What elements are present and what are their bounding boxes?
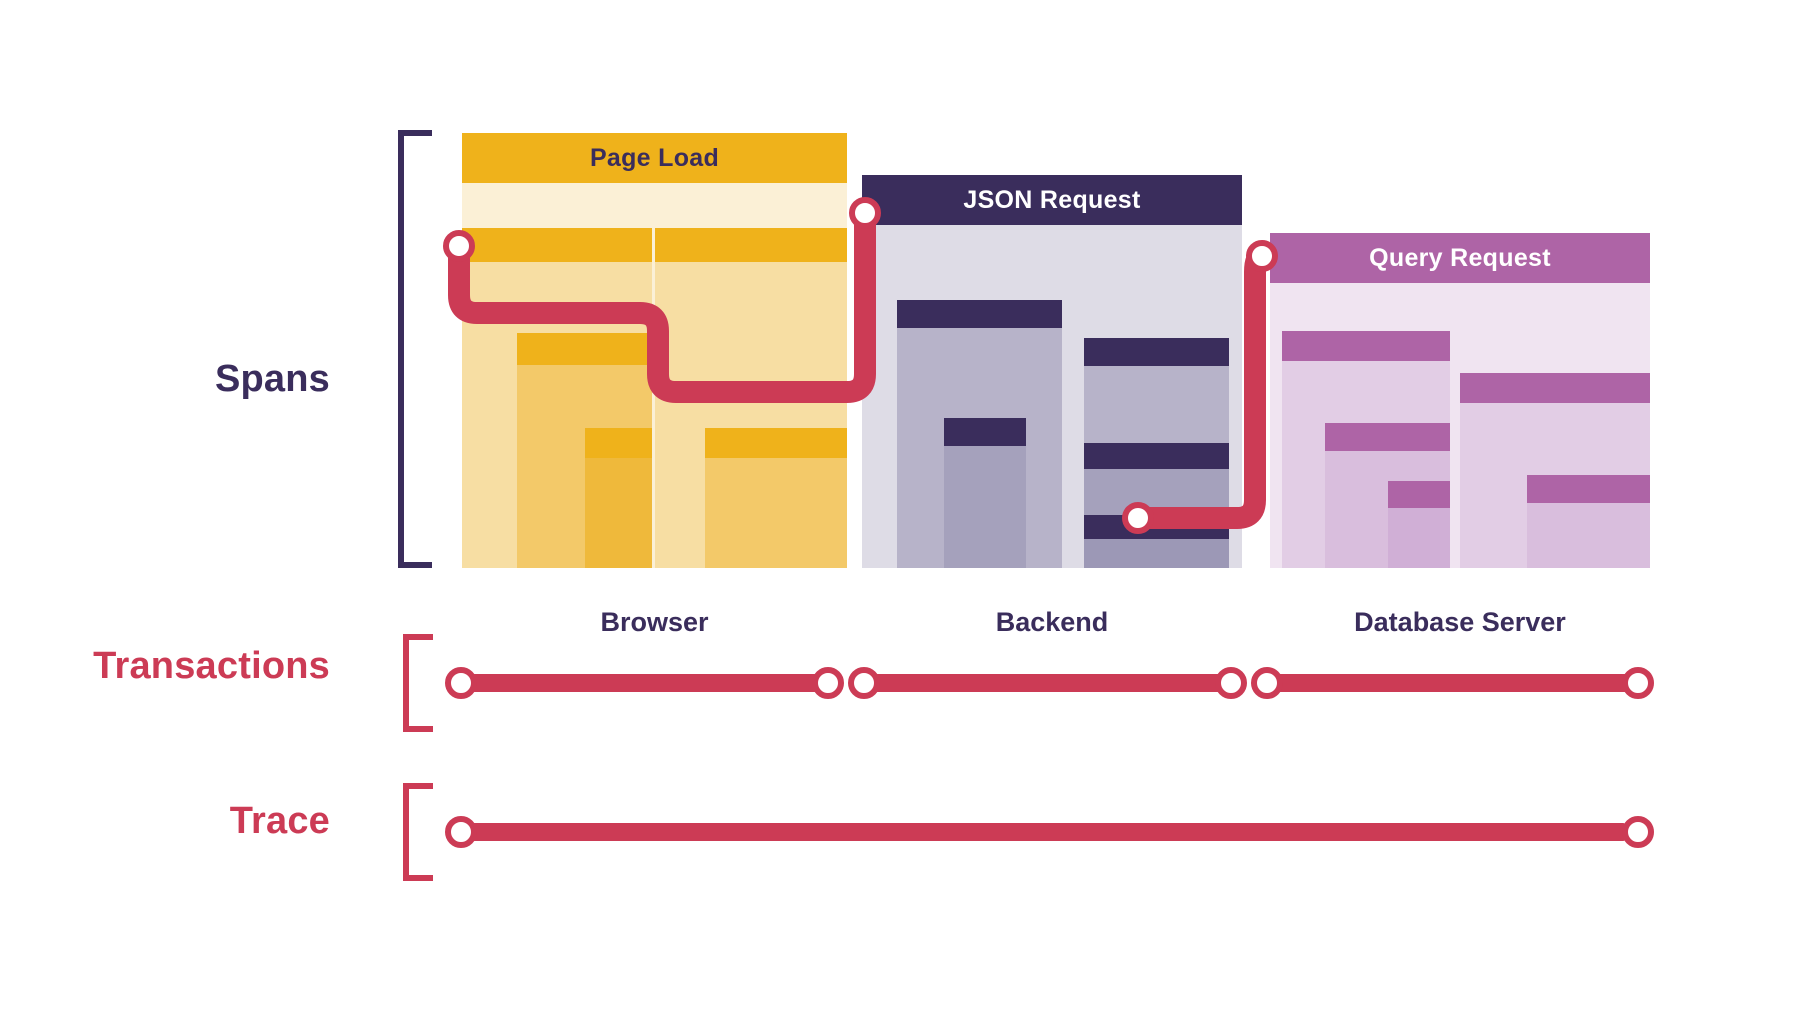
span-group-title-backend: JSON Request	[862, 175, 1242, 225]
trace-bar[interactable]	[460, 823, 1625, 841]
bracket-top-arm	[398, 130, 432, 136]
column-caption-backend: Backend	[995, 607, 1109, 637]
span-group-browser[interactable]: Page Load	[462, 133, 847, 568]
span-bar-body	[705, 458, 847, 568]
transaction-node-database-end[interactable]	[1622, 667, 1654, 699]
span-bar-body	[585, 458, 652, 568]
row-label-transactions: Transactions	[93, 645, 330, 687]
bracket-top-arm	[403, 634, 433, 640]
connector-node-browser-start[interactable]	[443, 230, 475, 262]
bracket-top-arm	[403, 783, 433, 789]
connector-node-backend-entry[interactable]	[849, 197, 881, 229]
transaction-node-backend-start[interactable]	[848, 667, 880, 699]
transaction-node-backend-end[interactable]	[1215, 667, 1247, 699]
bracket-bottom-arm	[403, 726, 433, 732]
span-group-database[interactable]: Query Request	[1270, 233, 1650, 568]
connector-node-database-entry[interactable]	[1246, 240, 1278, 272]
span-bar[interactable]	[944, 418, 1026, 568]
column-caption-browser: Browser	[600, 607, 709, 637]
span-group-body-backend	[862, 225, 1242, 568]
trace-node-start[interactable]	[445, 816, 477, 848]
span-bar-body	[1527, 503, 1650, 568]
transaction-bar-database[interactable]	[1265, 674, 1650, 692]
span-group-body-browser	[462, 183, 847, 568]
span-group-backend[interactable]: JSON Request	[862, 175, 1242, 568]
span-bar[interactable]	[585, 428, 652, 568]
bracket-stem	[398, 130, 404, 568]
bracket-bottom-arm	[403, 875, 433, 881]
span-bar-body	[1388, 508, 1450, 568]
span-bar[interactable]	[1388, 481, 1450, 568]
span-group-title-database: Query Request	[1270, 233, 1650, 283]
bracket-trace	[403, 783, 433, 881]
transaction-bar-browser[interactable]	[460, 674, 840, 692]
span-group-body-database	[1270, 283, 1650, 568]
bracket-stem	[403, 783, 409, 881]
span-bar-body	[944, 446, 1026, 568]
trace-node-end[interactable]	[1622, 816, 1654, 848]
column-caption-database: Database Server	[1354, 607, 1566, 637]
bracket-bottom-arm	[398, 562, 432, 568]
transaction-node-browser-end[interactable]	[812, 667, 844, 699]
transaction-bar-backend[interactable]	[862, 674, 1242, 692]
span-bar-body	[1084, 539, 1229, 568]
span-bar[interactable]	[1084, 515, 1229, 568]
row-label-spans: Spans	[214, 358, 330, 400]
transaction-node-browser-start[interactable]	[445, 667, 477, 699]
span-group-title-browser: Page Load	[462, 133, 847, 183]
transaction-node-database-start[interactable]	[1251, 667, 1283, 699]
bracket-transactions	[403, 634, 433, 732]
span-bar[interactable]	[705, 428, 847, 568]
bracket-stem	[403, 634, 409, 732]
span-bar[interactable]	[1527, 475, 1650, 568]
connector-node-backend-exit[interactable]	[1122, 502, 1154, 534]
bracket-spans	[398, 130, 432, 568]
row-label-trace: Trace	[229, 800, 330, 842]
